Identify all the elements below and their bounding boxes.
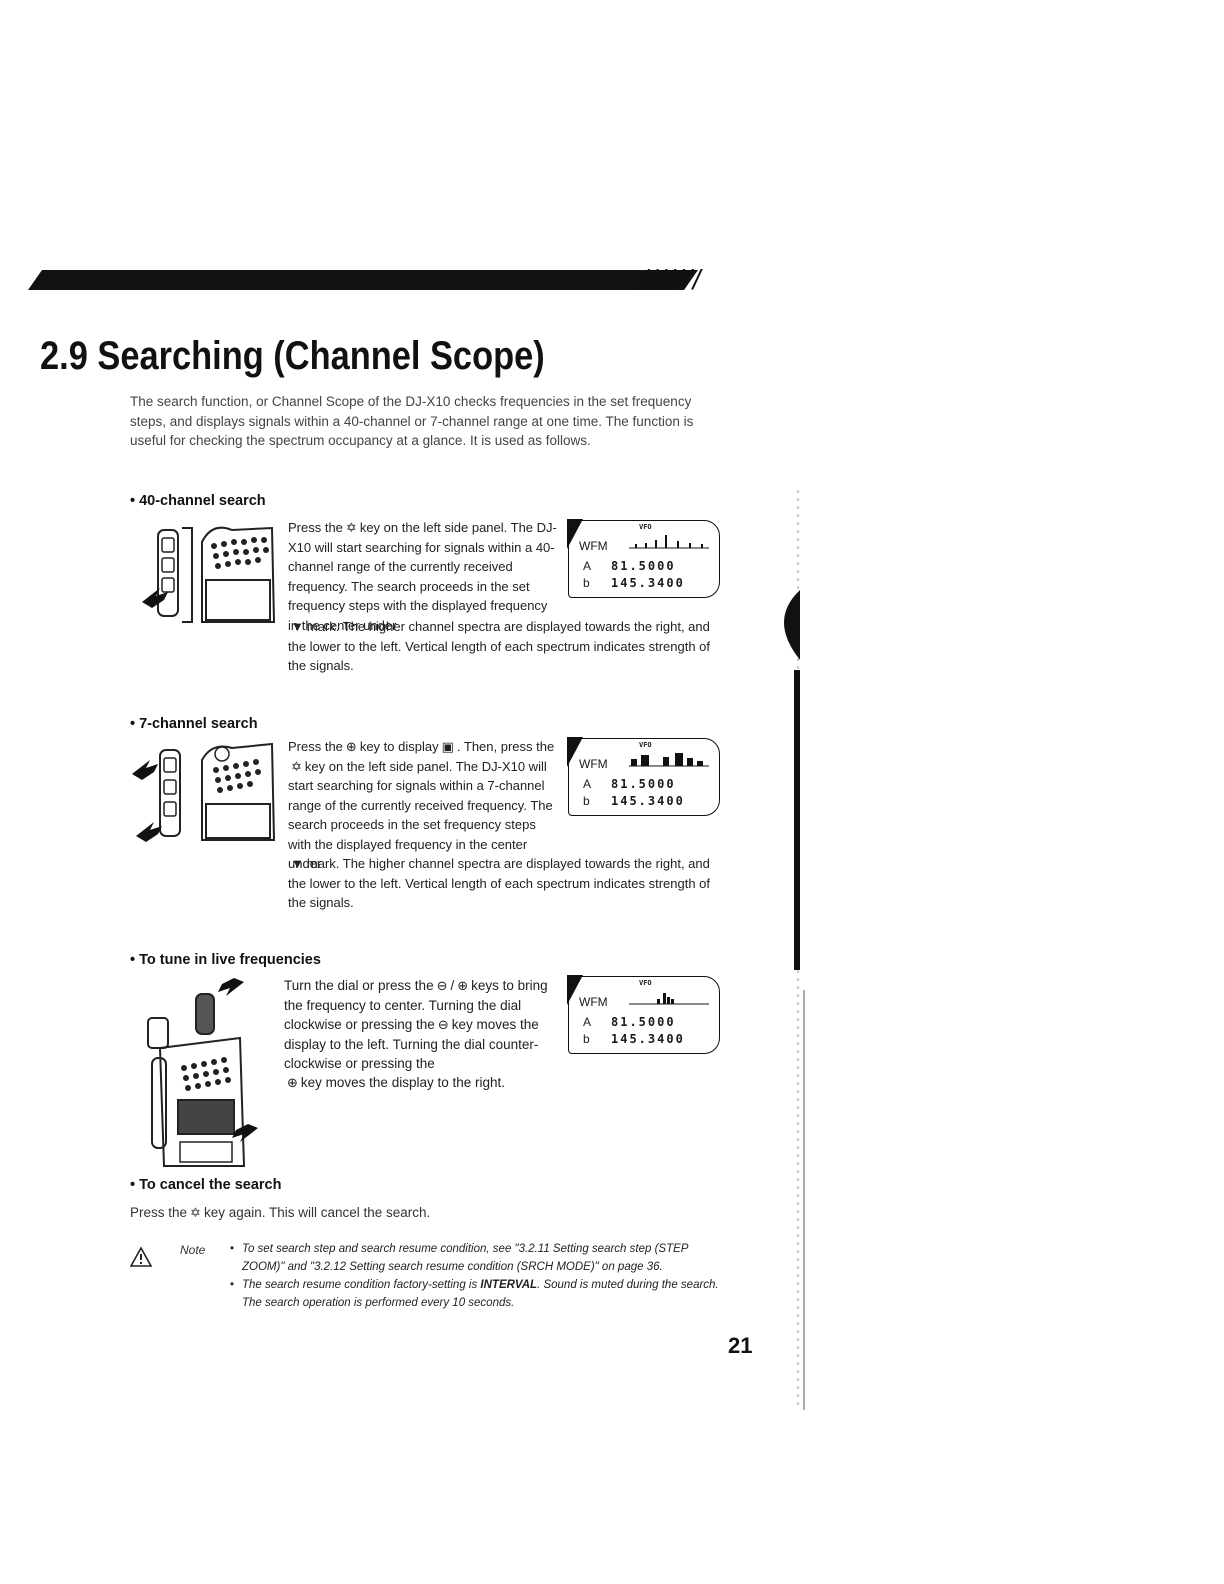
lcd-vfo-label: VFO	[639, 523, 652, 531]
cancel-text: Press the✡key again. This will cancel th…	[130, 1203, 730, 1223]
spectrum-40ch	[629, 535, 709, 549]
radio-front-illustration	[147, 978, 258, 1167]
search40-text-b: ▼mark. The higher channel spectra are di…	[288, 619, 711, 673]
search-key-icon: ✡	[190, 1205, 201, 1220]
search40-text-a: Press the✡key on the left side panel. Th…	[288, 520, 557, 633]
note-item: The search resume condition factory-sett…	[230, 1277, 730, 1312]
header-bar	[28, 270, 698, 290]
arrow-indicator-icon	[232, 1124, 258, 1142]
intro-paragraph: The search function, or Channel Scope of…	[130, 394, 694, 448]
search7-text-b: ▼mark. The higher channel spectra are di…	[288, 856, 711, 910]
down-triangle-icon: ▼	[291, 619, 304, 634]
margin-tab-marks	[784, 490, 805, 1410]
tune-text-b: ⊕key moves the display to the right.	[284, 1073, 724, 1093]
heading-tune-live: • To tune in live frequencies	[130, 952, 321, 968]
radio-side-illustration-7ch	[132, 742, 276, 842]
warning-icon	[130, 1246, 152, 1267]
display-icon: ▣	[441, 739, 454, 754]
arrow-indicator-icon	[218, 978, 244, 996]
note-item: To set search step and search resume con…	[230, 1241, 730, 1276]
down-key-icon: ⊖	[436, 978, 448, 993]
lcd-mode: WFM	[579, 539, 608, 553]
heading-cancel-search: • To cancel the search	[130, 1177, 282, 1193]
search-key-icon: ✡	[291, 758, 302, 774]
section-title: 2.9 Searching (Channel Scope)	[40, 334, 545, 379]
heading-7-channel-search: • 7-channel search	[130, 716, 258, 732]
search7-text-a: Press the⊕key to display▣. Then, press t…	[288, 739, 555, 871]
down-key-icon: ⊖	[437, 1017, 449, 1032]
search-key-icon: ✡	[345, 520, 357, 535]
page-number: 21	[728, 1333, 753, 1358]
down-triangle-icon: ▼	[291, 856, 304, 871]
note-list: To set search step and search resume con…	[230, 1241, 730, 1313]
lcd-mode: WFM	[579, 757, 608, 771]
lcd-vfo-label: VFO	[639, 741, 652, 749]
spectrum-7ch	[629, 753, 709, 767]
heading-40-channel-search: • 40-channel search	[130, 493, 266, 509]
header-slashes: ///////	[640, 264, 702, 295]
arrow-indicator-icon	[132, 760, 158, 780]
spectrum-tune	[629, 993, 709, 1005]
note-label: Note	[180, 1243, 206, 1257]
function-key-icon: ⊕	[345, 739, 357, 754]
radio-side-illustration	[142, 526, 276, 623]
section-title-text: Searching (Channel Scope)	[97, 334, 545, 378]
lcd-mode: WFM	[579, 995, 608, 1009]
lcd-vfo-label: VFO	[639, 979, 652, 987]
section-number: 2.9	[40, 334, 88, 378]
up-key-icon: ⊕	[457, 978, 469, 993]
arrow-indicator-icon	[136, 822, 162, 842]
up-key-icon: ⊕	[287, 1075, 298, 1090]
tune-text-a: Turn the dial or press the⊖/⊕keys to bri…	[284, 978, 548, 1071]
arrow-indicator-icon	[142, 588, 168, 608]
